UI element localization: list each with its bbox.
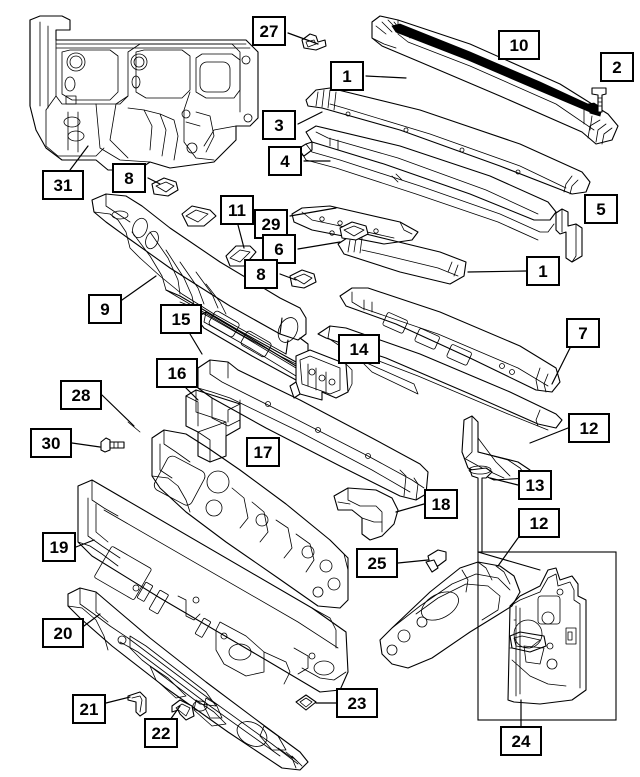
- callout-12-c12a[interactable]: 12: [568, 413, 610, 443]
- part-24-hinge-pillar-inner-panel: [477, 551, 617, 721]
- part-9-radiator-closure-upper-crossmember: [91, 193, 309, 371]
- part-30-bolt-fastener: [100, 437, 125, 453]
- part-28-rail-attachment-stud: [127, 421, 141, 433]
- part-18-splash-shield-deflector: [333, 487, 399, 541]
- part-25-small-pin-fastener: [425, 549, 447, 573]
- callout-6-c6[interactable]: 6: [262, 234, 296, 264]
- callout-7-c7[interactable]: 7: [566, 318, 600, 348]
- part-17-front-frame-rail-side-member: [197, 359, 429, 501]
- callout-25-c25[interactable]: 25: [356, 548, 398, 578]
- part-14-hood-latch-support-bracket: [289, 349, 353, 401]
- callout-19-c19[interactable]: 19: [42, 532, 76, 562]
- callout-8-c8a[interactable]: 8: [112, 163, 146, 193]
- callout-23-c23[interactable]: 23: [336, 688, 378, 718]
- callout-30-c30[interactable]: 30: [30, 428, 72, 458]
- part-4-cowl-top-outer-panel: [295, 125, 557, 241]
- part-1-cowl-grille-trim-panel-upper: [305, 87, 591, 195]
- part-16-frame-rail-bracket-channel: [185, 389, 241, 463]
- callout-16-c16[interactable]: 16: [156, 358, 198, 388]
- part-8-mounting-bracket-clip-lower: [289, 269, 317, 289]
- part-31-dash-panel-insulator: [29, 15, 259, 171]
- callout-4-c4[interactable]: 4: [268, 146, 302, 176]
- callout-14-c14[interactable]: 14: [338, 334, 380, 364]
- callout-20-c20[interactable]: 20: [42, 618, 84, 648]
- part-12-wheelhouse-gusset-lower: [379, 561, 521, 669]
- part-6-small-reinforcement-clip: [339, 221, 369, 241]
- callout-21-c21[interactable]: 21: [72, 694, 106, 724]
- callout-17-c17[interactable]: 17: [246, 437, 280, 467]
- callout-11-c11[interactable]: 11: [220, 195, 254, 225]
- callout-27-c27[interactable]: 27: [252, 16, 286, 46]
- callout-13-c13[interactable]: 13: [518, 470, 552, 500]
- part-11-brace-bracket-second: [225, 245, 257, 267]
- callout-22-c22[interactable]: 22: [144, 718, 178, 748]
- callout-1-c1b[interactable]: 1: [526, 256, 560, 286]
- callout-2-c2[interactable]: 2: [600, 52, 634, 82]
- part-13-long-bolt-fastener: [468, 465, 493, 553]
- part-11-brace-bracket: [181, 205, 217, 227]
- callout-24-c24[interactable]: 24: [500, 726, 542, 756]
- callout-18-c18[interactable]: 18: [424, 489, 458, 519]
- callout-10-c10[interactable]: 10: [498, 30, 540, 60]
- part-5-cowl-side-support-bracket: [555, 208, 583, 263]
- part-8-mounting-bracket-clip-upper: [151, 177, 179, 197]
- callout-3-c3[interactable]: 3: [262, 110, 296, 140]
- callout-15-c15[interactable]: 15: [160, 304, 202, 334]
- part-22-clip-retainer: [171, 699, 195, 721]
- callout-9-c9[interactable]: 9: [88, 294, 122, 324]
- callout-12-c12b[interactable]: 12: [518, 508, 560, 538]
- part-21-drain-tube-hose: [127, 691, 147, 717]
- part-2-screw-fastener: [591, 87, 607, 113]
- callout-1-c1a[interactable]: 1: [330, 61, 364, 91]
- part-7-cowl-plenum-lower-panel: [339, 287, 561, 393]
- callout-5-c5[interactable]: 5: [584, 194, 618, 224]
- callout-28-c28[interactable]: 28: [60, 380, 102, 410]
- part-19-dash-panel-assembly: [77, 429, 349, 693]
- part-20-cowl-lower-plenum-trough: [67, 587, 309, 771]
- callout-31-c31[interactable]: 31: [42, 170, 84, 200]
- callout-8-c8b[interactable]: 8: [244, 259, 278, 289]
- part-23-plug-grommet: [295, 694, 317, 711]
